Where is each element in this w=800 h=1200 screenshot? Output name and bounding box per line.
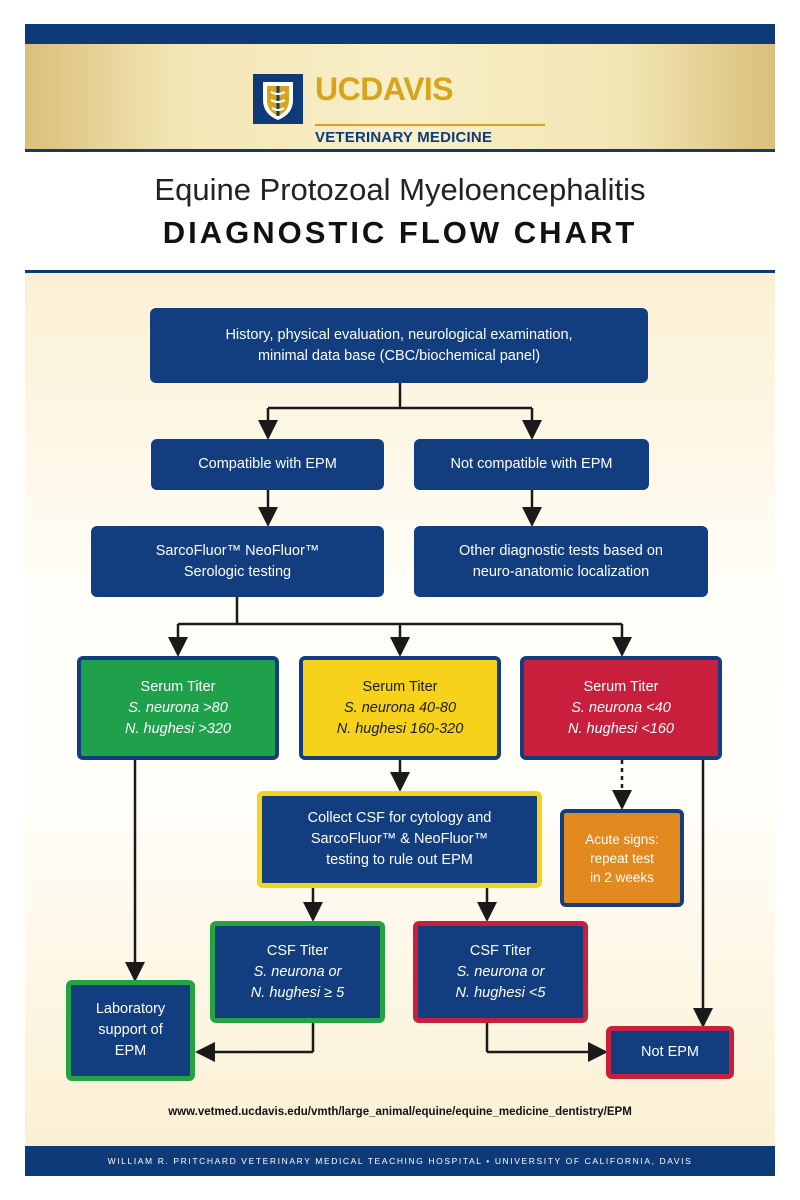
- start-line2: minimal data base (CBC/biochemical panel…: [257, 347, 541, 364]
- serum-titer-low-line2: N. hughesi <160: [567, 720, 674, 737]
- logo-uc: UC: [315, 71, 361, 107]
- serologic-line2: Serologic testing: [183, 563, 292, 580]
- not-compatible-label: Not compatible with EPM: [450, 456, 613, 472]
- caduceus-shield-icon: [253, 74, 303, 124]
- collect-csf-line3: testing to rule out EPM: [326, 852, 473, 868]
- serum-titer-mid-title: Serum Titer: [362, 678, 438, 695]
- other-tests-line1: Other diagnostic tests based on: [459, 542, 663, 559]
- csf-titer-positive-box: CSF Titer S. neurona or N. hughesi ≥ 5: [210, 921, 385, 1023]
- acute-line1: Acute signs:: [585, 831, 659, 847]
- lab-support-line1: Laboratory: [95, 1001, 166, 1017]
- serum-titer-high-line1: S. neurona >80: [128, 699, 228, 716]
- logo-davis: DAVIS: [360, 71, 454, 107]
- serum-titer-low-line1: S. neurona <40: [571, 699, 671, 716]
- serum-titer-high-line2: N. hughesi >320: [124, 720, 231, 737]
- serologic-box: SarcoFluor™ NeoFluor™ Serologic testing: [91, 526, 384, 597]
- collect-csf-line2: SarcoFluor™ & NeoFluor™: [310, 831, 489, 847]
- serum-titer-low-title: Serum Titer: [583, 678, 659, 695]
- collect-csf-line1: Collect CSF for cytology and: [307, 810, 492, 826]
- top-bar: [25, 24, 775, 44]
- serum-titer-high-box: Serum Titer S. neurona >80 N. hughesi >3…: [77, 656, 279, 760]
- website-url[interactable]: www.vetmed.ucdavis.edu/vmth/large_animal…: [168, 1106, 632, 1118]
- csf-negative-line1: S. neurona or: [456, 963, 545, 980]
- footer-bar: WILLIAM R. PRITCHARD VETERINARY MEDICAL …: [25, 1146, 775, 1176]
- lab-support-line3: EPM: [114, 1043, 147, 1059]
- acute-line3: in 2 weeks: [590, 869, 654, 885]
- logo-wordmark: UCDAVIS: [315, 71, 454, 107]
- serologic-line1: SarcoFluor™ NeoFluor™: [155, 542, 320, 559]
- title-panel: Equine Protozoal Myeloencephalitis DIAGN…: [25, 152, 775, 273]
- lab-support-box: Laboratory support of EPM: [66, 980, 195, 1081]
- compatible-label: Compatible with EPM: [198, 456, 337, 472]
- not-epm-label: Not EPM: [640, 1044, 699, 1060]
- serum-titer-mid-line2: N. hughesi 160-320: [336, 720, 464, 737]
- logo-subtitle: VETERINARY MEDICINE: [315, 124, 545, 150]
- other-tests-line2: neuro-anatomic localization: [472, 563, 650, 580]
- serum-titer-low-box: Serum Titer S. neurona <40 N. hughesi <1…: [520, 656, 722, 760]
- other-tests-box: Other diagnostic tests based on neuro-an…: [414, 526, 708, 597]
- not-epm-box: Not EPM: [606, 1026, 734, 1079]
- csf-positive-line2: N. hughesi ≥ 5: [250, 984, 345, 1001]
- serum-titer-mid-line1: S. neurona 40-80: [343, 699, 457, 716]
- serum-titer-high-title: Serum Titer: [140, 678, 216, 695]
- compatible-box: Compatible with EPM: [151, 439, 384, 490]
- not-compatible-box: Not compatible with EPM: [414, 439, 649, 490]
- csf-titer-negative-box: CSF Titer S. neurona or N. hughesi <5: [413, 921, 588, 1023]
- lab-support-line2: support of: [98, 1022, 163, 1038]
- start-line1: History, physical evaluation, neurologic…: [225, 326, 573, 343]
- start-box: History, physical evaluation, neurologic…: [150, 308, 648, 383]
- csf-positive-title: CSF Titer: [266, 942, 329, 959]
- collect-csf-box: Collect CSF for cytology and SarcoFluor™…: [257, 791, 542, 888]
- page-subtitle: DIAGNOSTIC FLOW CHART: [162, 215, 638, 250]
- serum-titer-mid-box: Serum Titer S. neurona 40-80 N. hughesi …: [299, 656, 501, 760]
- header-banner: UCDAVIS VETERINARY MEDICINE: [25, 44, 775, 152]
- csf-negative-title: CSF Titer: [469, 942, 532, 959]
- csf-positive-line1: S. neurona or: [253, 963, 342, 980]
- connector-lines: [125, 383, 713, 1062]
- page-title: Equine Protozoal Myeloencephalitis: [154, 172, 646, 207]
- csf-negative-line2: N. hughesi <5: [455, 984, 546, 1001]
- acute-signs-box: Acute signs: repeat test in 2 weeks: [560, 809, 684, 907]
- acute-line2: repeat test: [590, 850, 654, 866]
